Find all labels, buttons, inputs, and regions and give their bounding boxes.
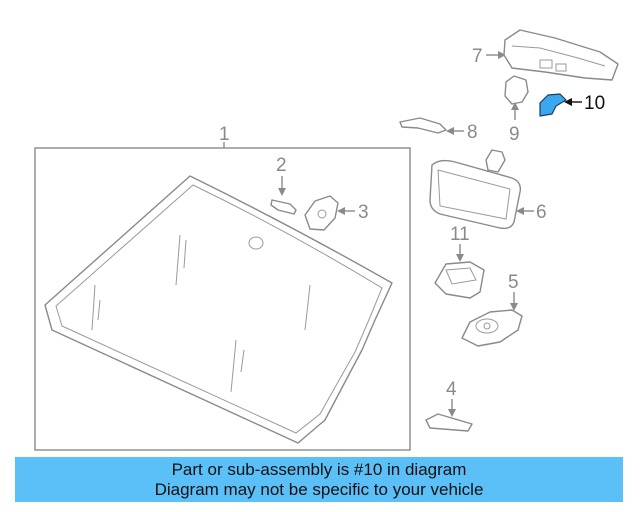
part-2: 2 — [270, 155, 297, 215]
callout-10: 10 — [584, 93, 605, 114]
info-banner: Part or sub-assembly is #10 in diagram D… — [15, 457, 623, 502]
part-7: 7 — [472, 29, 619, 81]
windshield-sensor-area — [248, 236, 264, 250]
windshield-glass — [44, 175, 393, 444]
callout-5: 5 — [508, 272, 519, 293]
part-4: 4 — [425, 379, 473, 432]
windshield-group: 1 — [34, 124, 411, 451]
callout-6: 6 — [536, 202, 547, 223]
callout-8: 8 — [467, 122, 478, 143]
callout-9: 9 — [509, 124, 520, 145]
part-11: 11 — [434, 224, 485, 299]
part-10: 10 — [539, 93, 605, 117]
part-5: 5 — [461, 272, 523, 347]
part-3: 3 — [304, 195, 369, 231]
callout-3: 3 — [358, 202, 369, 223]
part-8: 8 — [399, 117, 478, 143]
windshield-frame — [34, 147, 411, 451]
callout-11: 11 — [450, 224, 470, 245]
part-9: 9 — [504, 75, 529, 145]
callout-7: 7 — [472, 46, 483, 67]
callout-2: 2 — [276, 155, 287, 176]
part-10-highlight — [539, 93, 567, 117]
callout-1: 1 — [219, 124, 230, 145]
banner-line-2: Diagram may not be specific to your vehi… — [154, 480, 484, 499]
banner-line-1: Part or sub-assembly is #10 in diagram — [171, 460, 467, 479]
part-6: 6 — [429, 149, 547, 230]
callout-4: 4 — [446, 379, 457, 400]
